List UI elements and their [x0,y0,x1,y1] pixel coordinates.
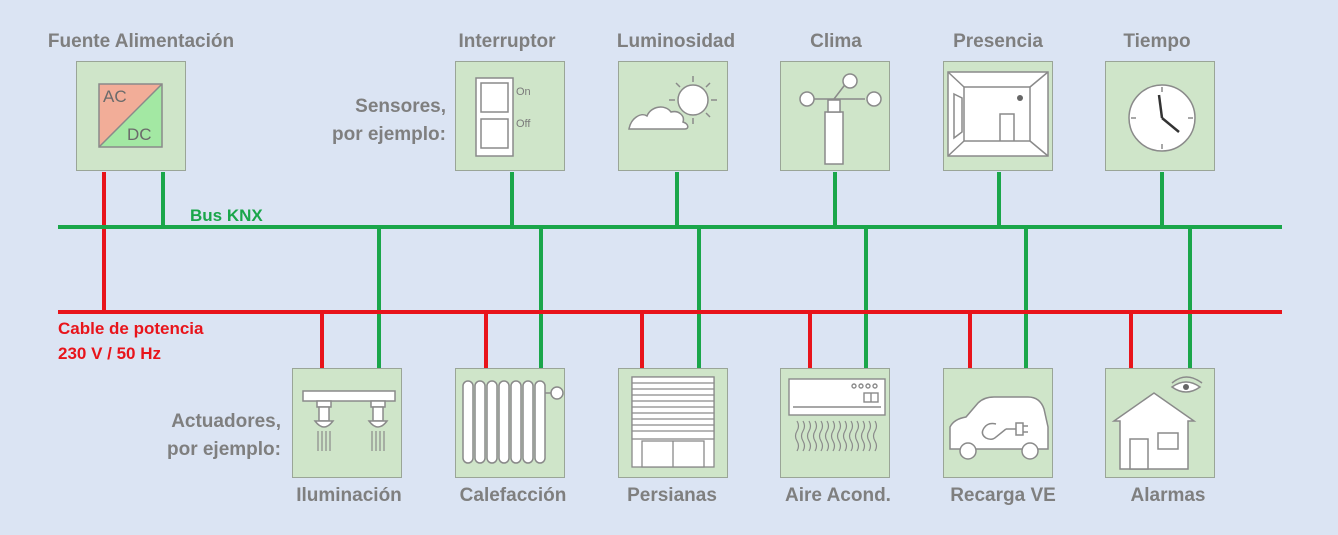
actuator-title-calefaccion: Calefacción [459,485,567,506]
switch-on-text: On [516,86,531,98]
sensor-title-tiempo: Tiempo [1123,31,1191,52]
radiator-icon [462,380,564,464]
actuator-title-iluminacion: Iluminación [296,485,402,506]
actuator-persianas-box [618,368,728,478]
weather-station-icon [799,73,882,165]
power-cable-label-line1: Cable de potencia [58,319,204,338]
ceiling-lights-icon [302,390,396,451]
actuator-recarga-box [943,368,1053,478]
actuator-calefaccion-box [455,368,565,478]
sun-cloud-icon [628,76,717,130]
dc-text: DC [127,125,152,144]
actuator-title-alarmas: Alarmas [1130,485,1206,506]
actuators-label: Actuadores, por ejemplo: [167,408,281,464]
room-presence-icon [947,71,1049,157]
electric-car-icon [949,396,1049,460]
sensors-label-line2: por ejemplo: [331,124,446,145]
bus-knx-label: Bus KNX [190,206,263,225]
power-cable-label-line2: 230 V / 50 Hz [58,344,162,363]
switch-off-text: Off [516,118,531,130]
clock-icon [1128,84,1196,152]
power-supply-title: Fuente Alimentación [47,31,235,52]
actuator-title-persianas: Persianas [627,485,717,506]
sensors-label-line1: Sensores, [355,96,446,117]
actuator-alarmas-box [1105,368,1215,478]
air-conditioner-icon [788,378,886,452]
actuators-label-line1: Actuadores, [171,411,281,432]
power-cable-label: Cable de potencia 230 V / 50 Hz [58,316,203,366]
actuators-label-line2: por ejemplo: [166,439,281,460]
sensor-title-interruptor: Interruptor [458,31,556,52]
actuator-title-aire: Aire Acond. [785,485,891,506]
house-alarm-icon [1111,376,1203,470]
sensor-interruptor-box: On Off [455,61,565,171]
ac-dc-converter-icon: AC DC [98,83,163,148]
ac-text: AC [103,87,127,106]
actuator-iluminacion-box [292,368,402,478]
actuator-title-recarga: Recarga VE [950,485,1056,506]
sensor-title-clima: Clima [810,31,862,52]
window-blinds-icon [631,376,715,468]
sensor-tiempo-box [1105,61,1215,171]
power-supply-box: AC DC [76,61,186,171]
sensor-title-presencia: Presencia [953,31,1043,52]
sensor-presencia-box [943,61,1053,171]
actuator-aire-box [780,368,890,478]
sensor-clima-box [780,61,890,171]
sensor-luminosidad-box [618,61,728,171]
sensor-title-luminosidad: Luminosidad [616,31,736,52]
light-switch-icon: On Off [475,77,531,157]
sensors-label: Sensores, por ejemplo: [332,93,446,149]
